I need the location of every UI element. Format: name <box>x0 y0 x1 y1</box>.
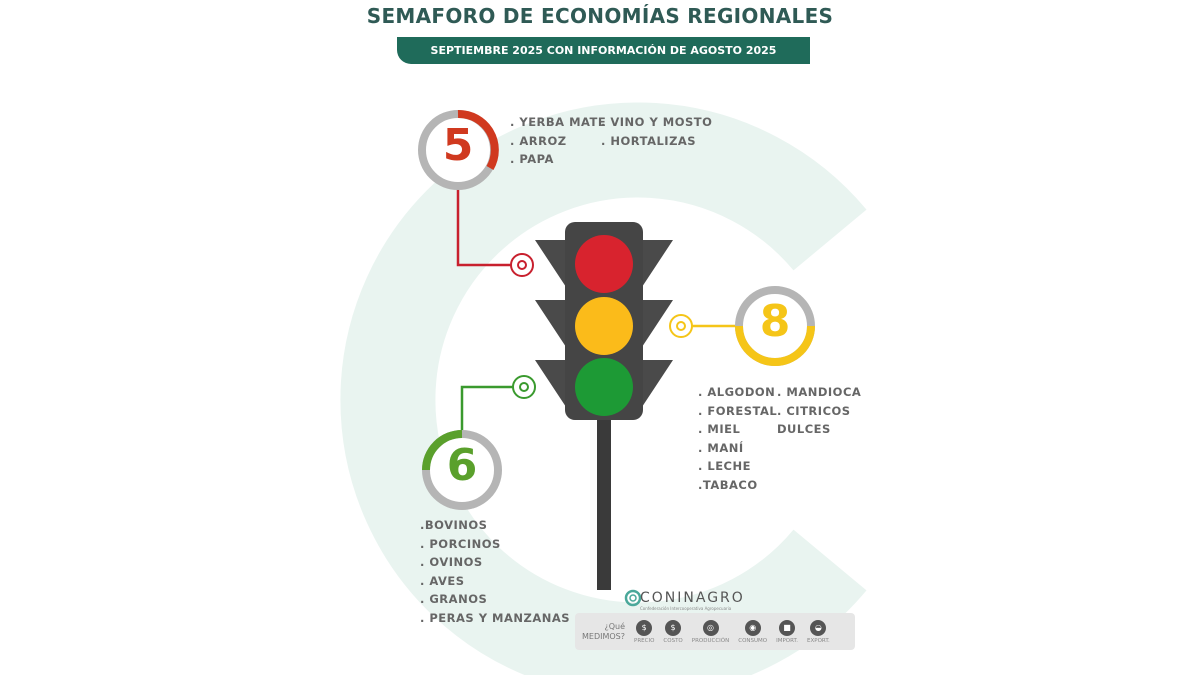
brand-name: CONINAGRO <box>640 590 745 606</box>
list-item: . CITRICOS <box>777 403 851 418</box>
list-item: . PERAS Y MANZANAS <box>420 610 571 625</box>
list-item: . MANÍ <box>698 440 744 455</box>
date-banner: SEPTIEMBRE 2025 CON INFORMACIÓN DE AGOST… <box>397 37 810 64</box>
green-light <box>575 358 633 416</box>
list-item: . MIEL <box>698 422 741 436</box>
measure-precio: $PRECIO <box>634 619 655 644</box>
measures-question: ¿Qué MEDIMOS? <box>582 621 625 641</box>
measure-consumo: ◉CONSUMO <box>738 619 768 644</box>
export-icon: ◒ <box>810 619 827 636</box>
measure-costo: $COSTO <box>663 619 683 644</box>
list-item: . OVINOS <box>420 555 483 569</box>
yellow-list-col1: . ALGODON . FORESTAL . MIEL . MANÍ . LEC… <box>698 383 777 494</box>
measure-export: ◒EXPORT. <box>807 619 830 644</box>
consumption-icon: ◉ <box>744 619 761 636</box>
green-count: 6 <box>446 440 478 491</box>
coninagro-logo-icon <box>624 589 642 607</box>
list-item: . VINO Y MOSTO <box>601 115 713 129</box>
list-item: DULCES <box>777 422 831 436</box>
yellow-gauge <box>735 286 815 366</box>
list-item: . PAPA <box>510 152 554 166</box>
cost-icon: $ <box>665 619 682 636</box>
measure-label: EXPORT. <box>807 637 830 644</box>
red-count: 5 <box>442 120 474 171</box>
page-title: SEMAFORO DE ECONOMÍAS REGIONALES <box>366 4 834 28</box>
list-item: .BOVINOS <box>420 518 488 532</box>
list-item: . AVES <box>420 573 465 588</box>
red-light <box>575 235 633 293</box>
measure-label: PRODUCCIÓN <box>691 637 730 644</box>
list-item: . ALGODON <box>698 385 776 399</box>
green-connector <box>460 385 514 432</box>
list-item: . HORTALIZAS <box>601 133 697 148</box>
red-list-col2: . VINO Y MOSTO . HORTALIZAS <box>601 113 712 150</box>
list-item: . GRANOS <box>420 592 488 606</box>
measure-label: CONSUMO <box>738 637 768 644</box>
list-item: . PORCINOS <box>420 536 501 551</box>
red-gauge <box>418 109 499 190</box>
list-item: . ARROZ <box>510 133 567 148</box>
list-item: . MANDIOCA <box>777 385 862 399</box>
price-icon: $ <box>636 619 653 636</box>
production-icon: ◎ <box>702 619 719 636</box>
yellow-light <box>575 297 633 355</box>
list-item: . FORESTAL <box>698 403 778 418</box>
yellow-count: 8 <box>759 296 791 347</box>
date-banner-text: SEPTIEMBRE 2025 CON INFORMACIÓN DE AGOST… <box>430 44 777 57</box>
import-icon: ■ <box>779 619 796 636</box>
yellow-target-icon <box>669 314 693 338</box>
green-target-icon <box>512 375 536 399</box>
brand-tagline: Confederación Intercooperativa Agropecua… <box>640 606 732 611</box>
measure-label: PRECIO <box>634 637 655 644</box>
measure-produccion: ◎PRODUCCIÓN <box>691 619 730 644</box>
list-item: . LECHE <box>698 459 751 473</box>
red-target-icon <box>510 253 534 277</box>
measure-label: IMPORT. <box>776 637 799 644</box>
traffic-light <box>535 222 673 590</box>
measure-label: COSTO <box>663 637 683 644</box>
list-item: .TABACO <box>698 477 758 492</box>
list-item: . YERBA MATE <box>510 115 607 129</box>
measure-import: ■IMPORT. <box>776 619 799 644</box>
red-list-col1: . YERBA MATE . ARROZ . PAPA <box>510 113 606 169</box>
measures-bar: ¿Qué MEDIMOS? $PRECIO $COSTO ◎PRODUCCIÓN… <box>575 613 855 650</box>
red-connector <box>456 188 512 267</box>
green-gauge <box>422 430 502 510</box>
green-list: .BOVINOS . PORCINOS . OVINOS . AVES . GR… <box>420 516 570 627</box>
yellow-list-col2: . MANDIOCA . CITRICOS DULCES <box>777 383 861 439</box>
